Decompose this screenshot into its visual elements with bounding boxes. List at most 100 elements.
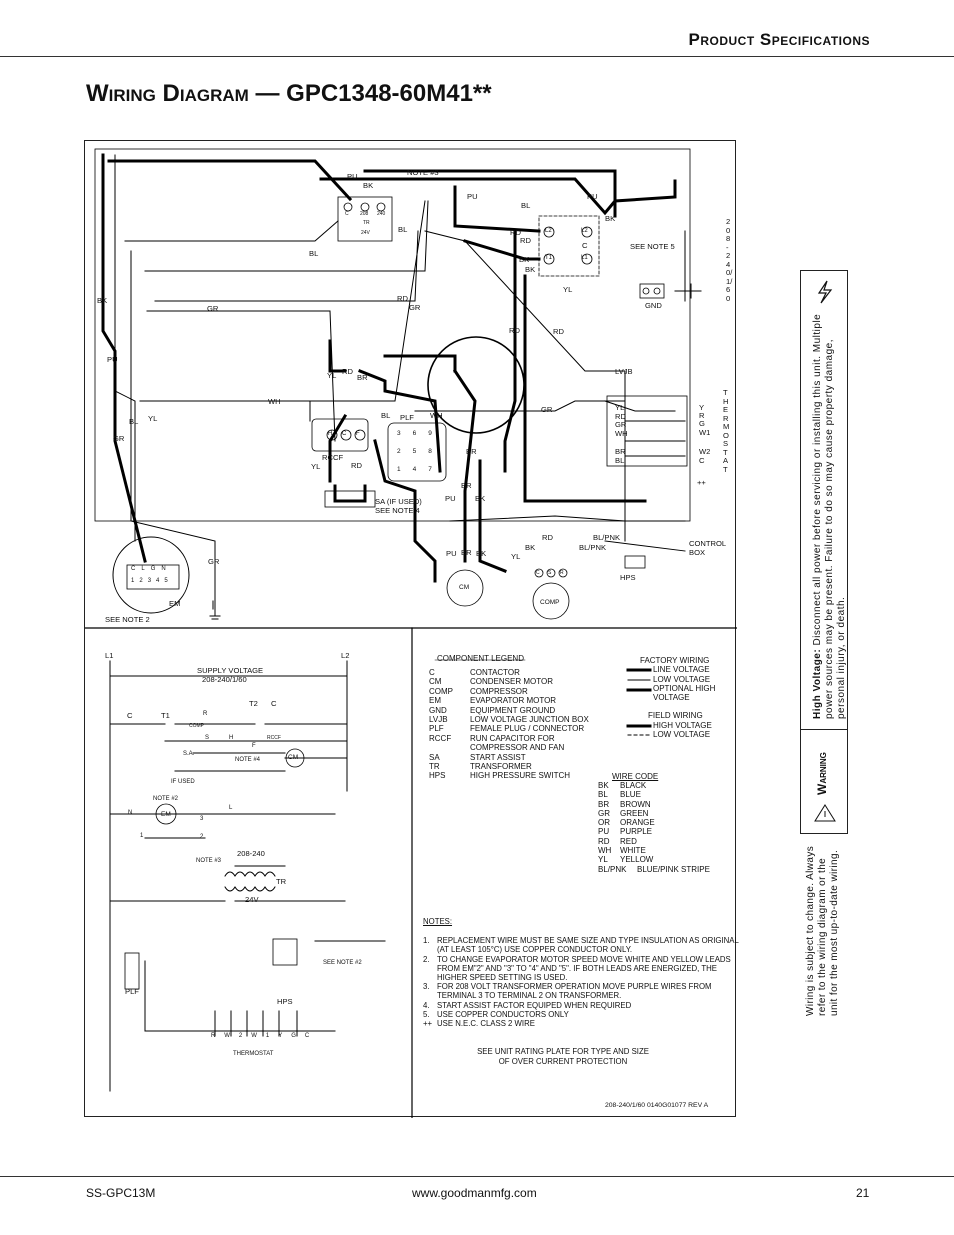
- ladder-supply-rating: 208-240/1/60: [202, 675, 247, 684]
- ladder-hps: HPS: [277, 997, 293, 1006]
- component-code: [429, 743, 470, 752]
- component-description: FEMALE PLUG / CONNECTOR: [470, 724, 585, 734]
- note-item: 1.REPLACEMENT WIRE MUST BE SAME SIZE AND…: [423, 936, 739, 954]
- ladder-r: R: [203, 711, 208, 717]
- voltage-vertical-label: 208-240/1/60: [726, 217, 733, 303]
- notes-block: NOTES: 1.REPLACEMENT WIRE MUST BE SAME S…: [423, 917, 739, 1028]
- em-label: EM: [169, 599, 181, 608]
- note-number: 2.: [423, 954, 430, 964]
- wire-label-gr: GR: [541, 405, 553, 414]
- see-note2-label: SEE NOTE 2: [105, 615, 150, 624]
- contactor-c: C: [582, 241, 588, 250]
- component-description: COMPRESSOR: [470, 686, 528, 696]
- wire-label-wh: WH: [430, 411, 443, 420]
- note-text: TO CHANGE EVAPORATOR MOTOR SPEED MOVE WH…: [437, 954, 731, 983]
- lvjb-wire-yl: YL: [615, 403, 625, 412]
- component-code: HPS: [429, 771, 446, 781]
- transformer-c: C: [345, 211, 349, 217]
- ladder-note2: NOTE #2: [153, 796, 179, 802]
- wire-label-gr: GR: [409, 303, 421, 312]
- note3-label: NOTE #3: [407, 168, 439, 177]
- ladder-plf: [124, 952, 140, 990]
- sa-label: SA (IF USED): [375, 497, 422, 506]
- ladder-t2: T2: [249, 699, 258, 708]
- wire-label-br: BR: [466, 447, 477, 456]
- comp-label: COMP: [540, 599, 560, 606]
- component-code: RCCF: [429, 733, 452, 743]
- start-assist: [324, 490, 376, 508]
- see-note5-label: SEE NOTE 5: [630, 242, 675, 251]
- ladder-if-used: IF USED: [171, 779, 195, 785]
- high-voltage-icon: [817, 280, 833, 304]
- wire-label-bk: BK: [97, 296, 108, 305]
- component-legend-row: SA START ASSIST: [429, 753, 589, 762]
- control-box-outline: [94, 148, 691, 522]
- wire-label-br: BR: [461, 481, 472, 490]
- wire-code-abbr: WH: [598, 846, 612, 856]
- note-item: 4.START ASSIST FACTOR EQUIPED WHEN REQUI…: [423, 1001, 739, 1010]
- ladder-two: 2: [200, 834, 204, 840]
- ladder-supply-voltage: SUPPLY VOLTAGE: [197, 666, 264, 675]
- note-text: FOR 208 VOLT TRANSFORMER OPERATION MOVE …: [437, 982, 712, 1001]
- page-title: Wiring Diagram — GPC1348-60M41**: [86, 80, 492, 107]
- lvjb-wire-br: BR: [615, 447, 626, 456]
- wire-label-bk: BK: [363, 181, 374, 190]
- em-top-pins: CLGN: [131, 566, 172, 572]
- contactor-l2: L2: [581, 228, 588, 234]
- field-wiring-legend: FIELD WIRING: [648, 711, 703, 720]
- component-description: EQUIPMENT GROUND: [470, 705, 556, 715]
- evaporator-motor: [126, 564, 180, 590]
- warning-box: High Voltage: Disconnect all power befor…: [800, 270, 848, 834]
- note-number: 3.: [423, 982, 430, 992]
- notes-list: 1.REPLACEMENT WIRE MUST BE SAME SIZE AND…: [423, 936, 739, 1028]
- component-description: CONTACTOR: [470, 668, 520, 677]
- ladder-l1: L1: [105, 651, 114, 660]
- wire-label-bl: BL: [398, 225, 408, 234]
- ladder-thermostat: THERMOSTAT: [233, 1051, 274, 1057]
- thermostat-vertical-label: THERMOSTAT: [723, 388, 730, 474]
- wire-label-pu: PU: [446, 549, 457, 558]
- component-description: COMPRESSOR AND FAN: [470, 743, 565, 753]
- footer-url[interactable]: www.goodmanmfg.com: [412, 1186, 537, 1200]
- diagram-part-number: 208-240/1/60 0140G01077 REV A: [605, 1102, 709, 1109]
- wire-code-title: WIRE CODE: [612, 772, 659, 781]
- lvjb-wire-rd: RD: [615, 412, 626, 421]
- component-description: START ASSIST: [470, 752, 526, 762]
- wire-label-yl: YL: [148, 414, 158, 423]
- footer-page-number: 21: [856, 1186, 870, 1200]
- component-code: EM: [429, 696, 441, 706]
- contactor-l2: L2: [545, 228, 552, 234]
- component-description: CONDENSER MOTOR: [470, 677, 553, 687]
- wire-label-rd: RD: [553, 327, 564, 336]
- component-code: LVJB: [429, 715, 448, 725]
- term-g: G: [699, 419, 705, 428]
- wire-code-color: PURPLE: [620, 827, 653, 837]
- warning-lead: High Voltage:: [812, 648, 823, 719]
- lvjb-wire-bl: BL: [615, 456, 625, 465]
- ladder-thermostat-terminals: RW2W1YGC: [211, 1033, 319, 1039]
- component-code: SA: [429, 752, 440, 762]
- wire-label-rd: RD: [351, 461, 362, 470]
- lvjb: [606, 395, 688, 467]
- wire-label-bl-pnk: BL/PNK: [593, 533, 621, 542]
- subject-to-change-note: Wiring is subject to change. Always refe…: [805, 845, 840, 1016]
- component-description: TRANSFORMER: [470, 762, 532, 772]
- ladder-c: C: [127, 711, 133, 720]
- plf-label: PLF: [400, 413, 414, 422]
- wire-label-bl-pnk: BL/PNK: [579, 543, 607, 552]
- note-item: 2. TO CHANGE EVAPORATOR MOTOR SPEED MOVE …: [423, 955, 739, 983]
- wire-label-wh: WH: [268, 397, 281, 406]
- factory-wiring-legend: FACTORY WIRING: [640, 656, 709, 665]
- wire-label-rd: RD: [397, 294, 408, 303]
- footer-rule: [0, 1176, 954, 1177]
- wire-code-color: WHITE: [620, 846, 646, 856]
- wire-code-abbr: BL: [598, 790, 608, 800]
- plf-pins-row2: 258: [397, 448, 444, 455]
